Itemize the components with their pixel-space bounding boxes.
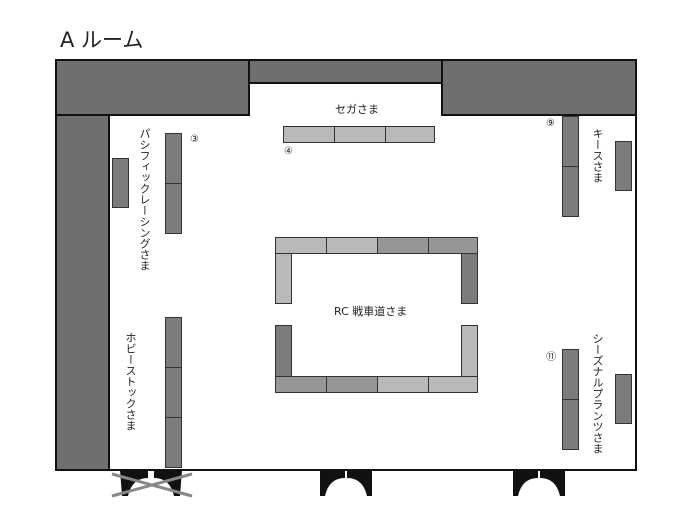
wall-top-left bbox=[55, 59, 250, 116]
table-seasonal-2 bbox=[562, 399, 579, 450]
table-pacific-2 bbox=[165, 183, 182, 234]
table-rc-top-4 bbox=[428, 237, 478, 254]
door-closed-icon bbox=[111, 470, 193, 498]
table-rc-bottom-2 bbox=[326, 376, 378, 393]
side-table-left bbox=[112, 158, 129, 208]
table-seasonal-1 bbox=[562, 349, 579, 400]
table-rc-bottom-1 bbox=[275, 376, 327, 393]
table-rc-right-bottom bbox=[461, 325, 478, 377]
wall-left bbox=[55, 114, 110, 471]
table-kiss-2 bbox=[562, 166, 579, 217]
booth-number-3: ③ bbox=[190, 134, 199, 145]
door-center-icon bbox=[320, 470, 372, 496]
table-hobby-3 bbox=[165, 417, 182, 468]
booth-label-rc: RC 戦車道さま bbox=[334, 305, 408, 318]
door-right-icon bbox=[513, 470, 565, 496]
booth-label-hobby: ホビーストックさま bbox=[124, 332, 137, 431]
table-sega-1 bbox=[283, 126, 335, 143]
wall-top-center bbox=[248, 59, 443, 84]
table-hobby-1 bbox=[165, 317, 182, 368]
table-rc-left-bottom bbox=[275, 325, 292, 377]
wall-top-right bbox=[441, 59, 637, 116]
table-rc-top-1 bbox=[275, 237, 327, 254]
table-sega-3 bbox=[385, 126, 435, 143]
table-rc-bottom-4 bbox=[428, 376, 478, 393]
table-rc-top-2 bbox=[326, 237, 378, 254]
table-pacific-1 bbox=[165, 133, 182, 184]
side-table-right-bottom bbox=[615, 374, 632, 424]
booth-number-11: ⑪ bbox=[546, 352, 556, 363]
booth-label-seasonal: シーズナルプランツさま bbox=[591, 333, 604, 454]
table-rc-bottom-3 bbox=[377, 376, 429, 393]
booth-label-sega: セガさま bbox=[335, 103, 379, 116]
table-rc-left-top bbox=[275, 253, 292, 304]
table-kiss-1 bbox=[562, 116, 579, 167]
booth-number-4: ④ bbox=[284, 146, 293, 157]
side-table-right-top bbox=[615, 141, 632, 191]
table-rc-top-3 bbox=[377, 237, 429, 254]
table-sega-2 bbox=[334, 126, 386, 143]
booth-number-9: ⑨ bbox=[546, 118, 555, 129]
table-hobby-2 bbox=[165, 367, 182, 418]
booth-label-kiss: キースさま bbox=[591, 128, 604, 183]
room-title: A ルーム bbox=[60, 28, 144, 52]
booth-label-pacific: パシフィックレーシングさま bbox=[138, 128, 151, 271]
table-rc-right-top bbox=[461, 253, 478, 304]
